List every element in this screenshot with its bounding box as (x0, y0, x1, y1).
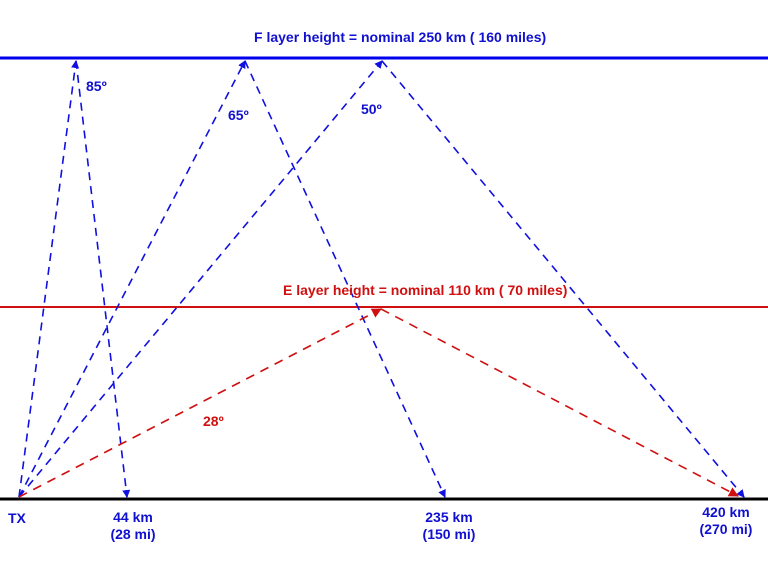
distance-km: 44 km (113, 509, 153, 525)
e-layer-label: E layer height = nominal 110 km ( 70 mil… (283, 282, 568, 298)
tx-label: TX (8, 510, 26, 526)
angle-50-label: 50º (361, 101, 382, 117)
distance-mi: (270 mi) (699, 521, 753, 537)
distance-km: 420 km (702, 504, 750, 520)
angle-28-label: 28º (203, 413, 224, 429)
distance-235km-label: 235 km (150 mi) (423, 509, 476, 543)
f-layer-label: F layer height = nominal 250 km ( 160 mi… (254, 29, 547, 45)
distance-44km-label: 44 km (28 mi) (110, 509, 155, 543)
path-85-degrees (18, 60, 131, 498)
path-50-degrees (18, 60, 745, 498)
path-65-degrees (18, 60, 446, 498)
distance-420km-label: 420 km (270 mi) (700, 504, 753, 538)
distance-mi: (28 mi) (110, 526, 156, 542)
distance-km: 235 km (425, 509, 473, 525)
angle-65-label: 65º (228, 107, 249, 123)
distance-mi: (150 mi) (422, 526, 476, 542)
angle-85-label: 85º (86, 78, 107, 94)
path-28-degrees (18, 308, 739, 498)
